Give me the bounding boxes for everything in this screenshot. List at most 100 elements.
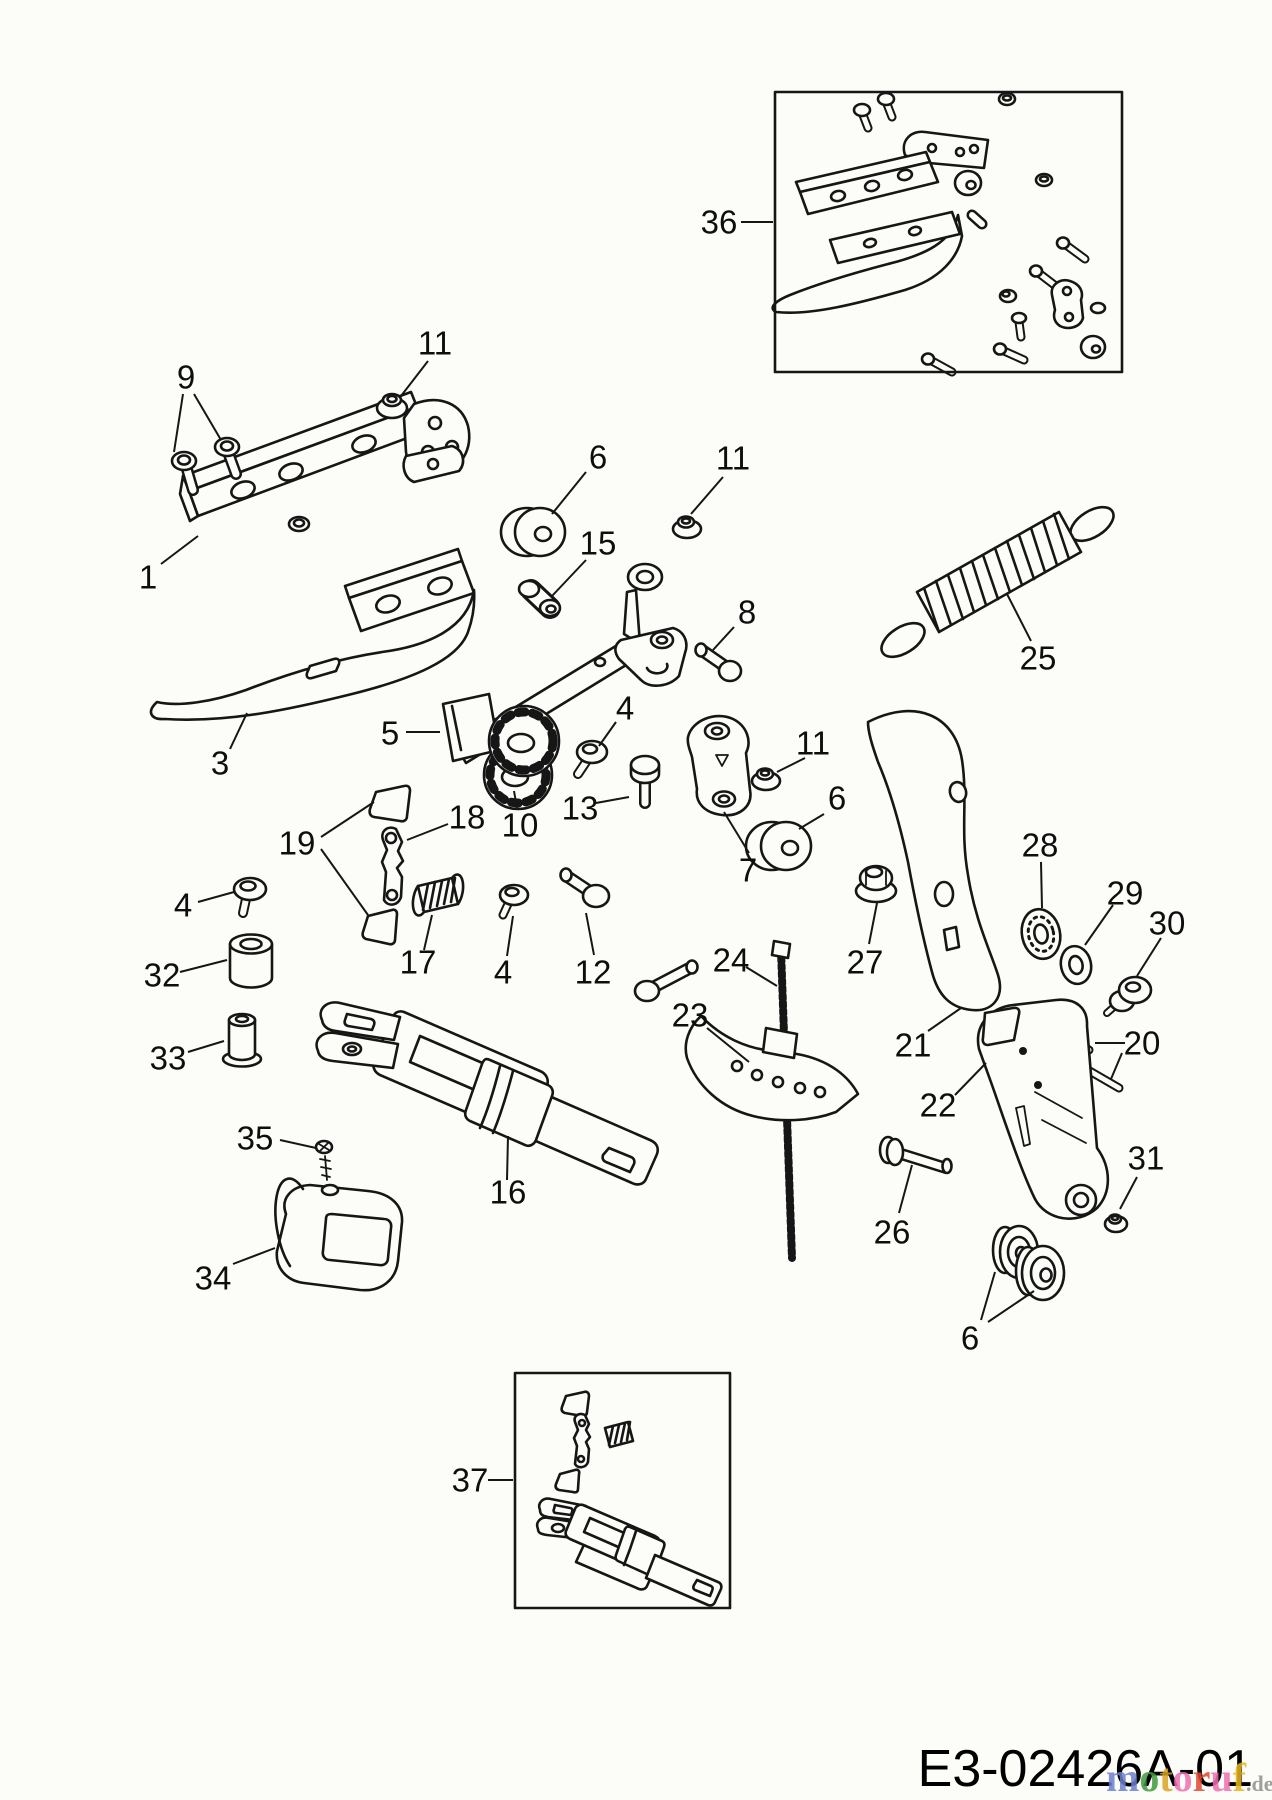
callout-label-23: 23 bbox=[672, 997, 709, 1034]
inset-box-36 bbox=[773, 90, 1124, 374]
part-8-bolt-b bbox=[633, 959, 699, 1003]
part-35-screw bbox=[314, 1139, 334, 1181]
callout-leader-17 bbox=[423, 914, 433, 951]
callout-leader-6 bbox=[980, 1271, 996, 1321]
callout-leader-7 bbox=[723, 811, 750, 854]
part-6-roller-a bbox=[499, 506, 567, 558]
part-19-pad-top bbox=[368, 784, 412, 823]
part-30-screw bbox=[1103, 975, 1153, 1017]
callout-leader-9 bbox=[173, 393, 184, 453]
part-33-bushing bbox=[221, 1012, 263, 1068]
callout-label-12: 12 bbox=[575, 954, 612, 991]
part-code: E3-02426A-01 bbox=[918, 1740, 1253, 1798]
callout-leader-18 bbox=[406, 823, 449, 841]
part-23-quadrant bbox=[684, 1014, 860, 1122]
callout-label-4: 4 bbox=[616, 690, 634, 727]
callout-label-11: 11 bbox=[418, 325, 452, 362]
callout-label-13: 13 bbox=[562, 790, 599, 827]
part-6-roller-b bbox=[744, 820, 813, 872]
callout-label-20: 20 bbox=[1124, 1025, 1161, 1062]
watermark-letter: o bbox=[1173, 1755, 1193, 1800]
part-8-bolt-a bbox=[694, 642, 743, 683]
part-10-star-washers bbox=[482, 704, 561, 811]
part-17-spring bbox=[411, 873, 465, 917]
callout-label-37: 37 bbox=[452, 1462, 489, 1499]
callout-label-34: 34 bbox=[195, 1260, 232, 1297]
callout-label-26: 26 bbox=[874, 1214, 911, 1251]
callout-leader-13 bbox=[595, 796, 630, 804]
callout-label-33: 33 bbox=[150, 1040, 187, 1077]
part-16-handle bbox=[315, 1001, 660, 1186]
callout-label-24: 24 bbox=[713, 942, 750, 979]
callout-leader-21 bbox=[927, 1007, 962, 1032]
callout-label-31: 31 bbox=[1128, 1140, 1165, 1177]
part-11-nut-mid bbox=[671, 515, 703, 540]
callout-label-7: 7 bbox=[739, 852, 757, 889]
watermark-letter: t bbox=[1159, 1755, 1173, 1800]
callout-leader-8 bbox=[712, 626, 735, 651]
part-21-hook-blade bbox=[866, 709, 1002, 1012]
callout-label-15: 15 bbox=[580, 525, 617, 562]
callout-label-10: 10 bbox=[502, 807, 539, 844]
callout-leader-33 bbox=[187, 1040, 225, 1053]
callout-leader-26 bbox=[898, 1164, 913, 1214]
callout-leader-23 bbox=[706, 1027, 750, 1063]
watermark-logo: motoruf.de bbox=[1106, 1755, 1272, 1800]
callout-label-16: 16 bbox=[490, 1174, 527, 1211]
inset-37-contents bbox=[535, 1390, 723, 1607]
part-22-bracket bbox=[976, 998, 1110, 1220]
callout-leader-11 bbox=[400, 360, 429, 397]
callout-leader-6 bbox=[798, 813, 825, 830]
watermark-suffix: .de bbox=[1246, 1771, 1272, 1796]
callout-label-18: 18 bbox=[449, 799, 486, 836]
watermark-letter: o bbox=[1139, 1755, 1159, 1800]
callout-leader-24 bbox=[745, 966, 778, 987]
callout-label-6: 6 bbox=[961, 1320, 979, 1357]
callout-label-21: 21 bbox=[895, 1027, 932, 1064]
callout-label-30: 30 bbox=[1149, 905, 1186, 942]
watermark-letter: f bbox=[1233, 1755, 1247, 1800]
callout-label-4: 4 bbox=[174, 887, 192, 924]
watermark-letter: m bbox=[1106, 1755, 1139, 1800]
callout-label-29: 29 bbox=[1107, 875, 1144, 912]
callout-label-22: 22 bbox=[920, 1087, 957, 1124]
callout-leader-11 bbox=[776, 757, 806, 773]
part-12-bolt bbox=[559, 867, 611, 909]
callout-leader-19 bbox=[320, 848, 369, 916]
part-6-double-roller bbox=[991, 1224, 1066, 1302]
callout-label-17: 17 bbox=[400, 944, 437, 981]
callout-label-3: 3 bbox=[211, 745, 229, 782]
callout-leader-35 bbox=[279, 1139, 317, 1149]
part-19-pad-bottom bbox=[361, 908, 399, 946]
part-18-link bbox=[380, 826, 405, 906]
inset-box-37 bbox=[513, 1371, 732, 1610]
callout-label-36: 36 bbox=[701, 204, 738, 241]
callout-label-1: 1 bbox=[139, 559, 157, 596]
inset-36-contents bbox=[771, 91, 1107, 377]
callout-leader-10 bbox=[513, 790, 518, 809]
callout-label-35: 35 bbox=[237, 1120, 274, 1157]
callout-leader-22 bbox=[954, 1062, 987, 1096]
callout-leader-19 bbox=[320, 801, 375, 838]
part-7-clevis bbox=[686, 714, 752, 817]
part-4-screw-left bbox=[232, 876, 268, 918]
part-3-anvil-blade bbox=[149, 547, 476, 721]
part-4-screw-mid bbox=[498, 883, 530, 920]
part-1-mounting-bar bbox=[178, 390, 471, 533]
callout-label-27: 27 bbox=[847, 944, 884, 981]
part-29-washer bbox=[1059, 944, 1093, 986]
callout-leader-28 bbox=[1040, 861, 1043, 909]
callout-label-11: 11 bbox=[716, 440, 750, 477]
callout-label-11: 11 bbox=[796, 725, 830, 762]
callout-label-19: 19 bbox=[279, 825, 316, 862]
callout-leader-1 bbox=[160, 535, 199, 565]
part-25-spring bbox=[880, 505, 1115, 659]
callout-leader-16 bbox=[506, 1135, 509, 1181]
callout-leader-4 bbox=[598, 721, 617, 747]
callout-label-28: 28 bbox=[1022, 827, 1059, 864]
callout-leader-31 bbox=[1119, 1176, 1138, 1210]
callout-label-32: 32 bbox=[144, 957, 181, 994]
